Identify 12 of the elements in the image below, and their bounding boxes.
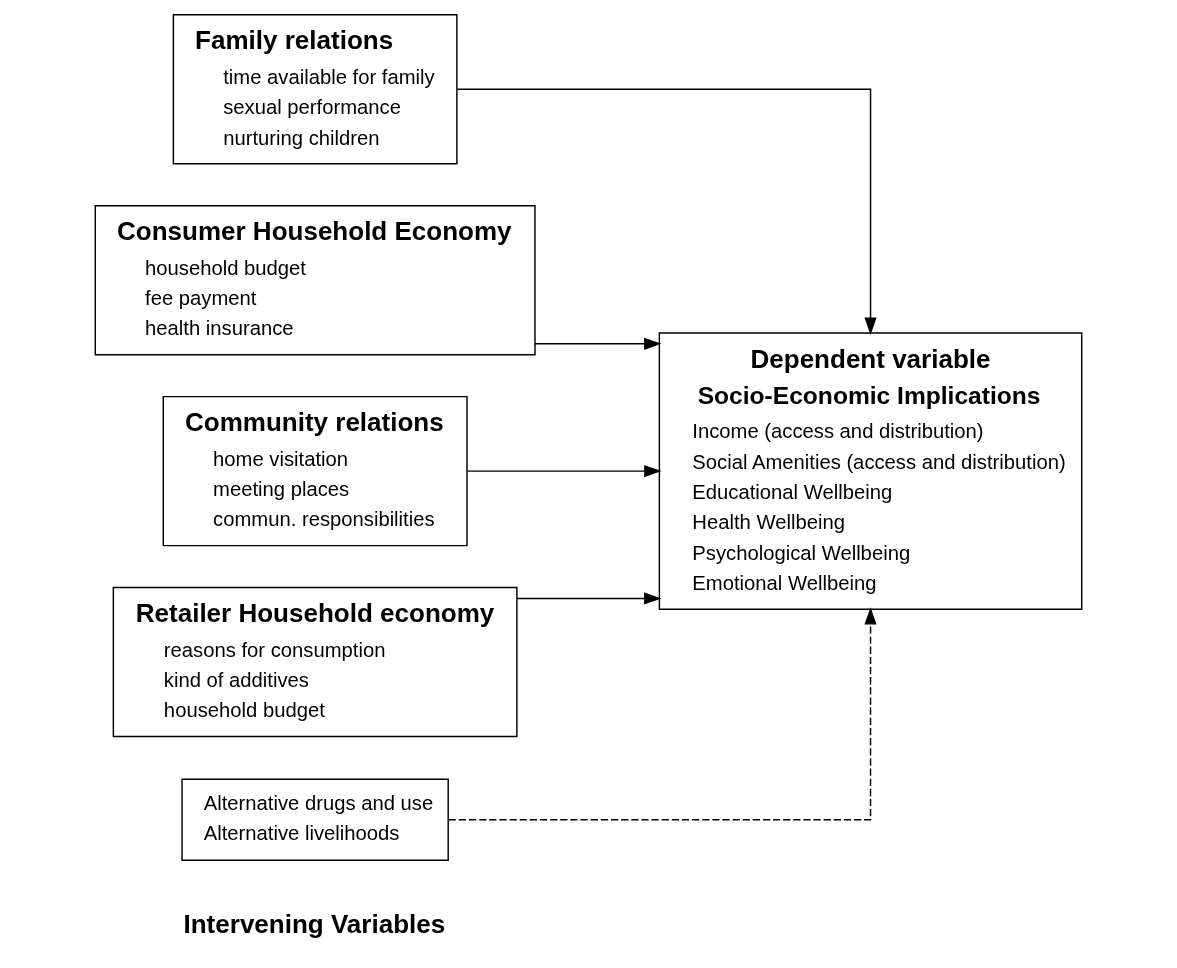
node-box: Family relations time available for family sexual performance nurturing children	[172, 13, 458, 164]
node-box: Alternative drugs and use Alternative livelihoods	[181, 777, 449, 861]
node-box: Consumer Household Economy household budget fee payment health insurance	[94, 204, 536, 355]
arrow	[534, 337, 662, 350]
arrow	[448, 606, 877, 820]
node-box: Dependent variable Socio-Economic Implications Income (access and distribution) Social Amenities (access and distribution) Educational Wellbeing Health Wellbeing Psychological Wellbeing Emotional Wellbeing	[658, 331, 1083, 610]
label: Intervening Variables	[183, 908, 446, 939]
node-box: Retailer Household economy reasons for consumption kind of additives household budget	[112, 586, 518, 737]
arrow	[516, 591, 662, 604]
arrow	[466, 464, 662, 477]
arrow	[456, 88, 877, 335]
node-box: Community relations home visitation meeting places commun. responsibilities	[162, 395, 468, 546]
